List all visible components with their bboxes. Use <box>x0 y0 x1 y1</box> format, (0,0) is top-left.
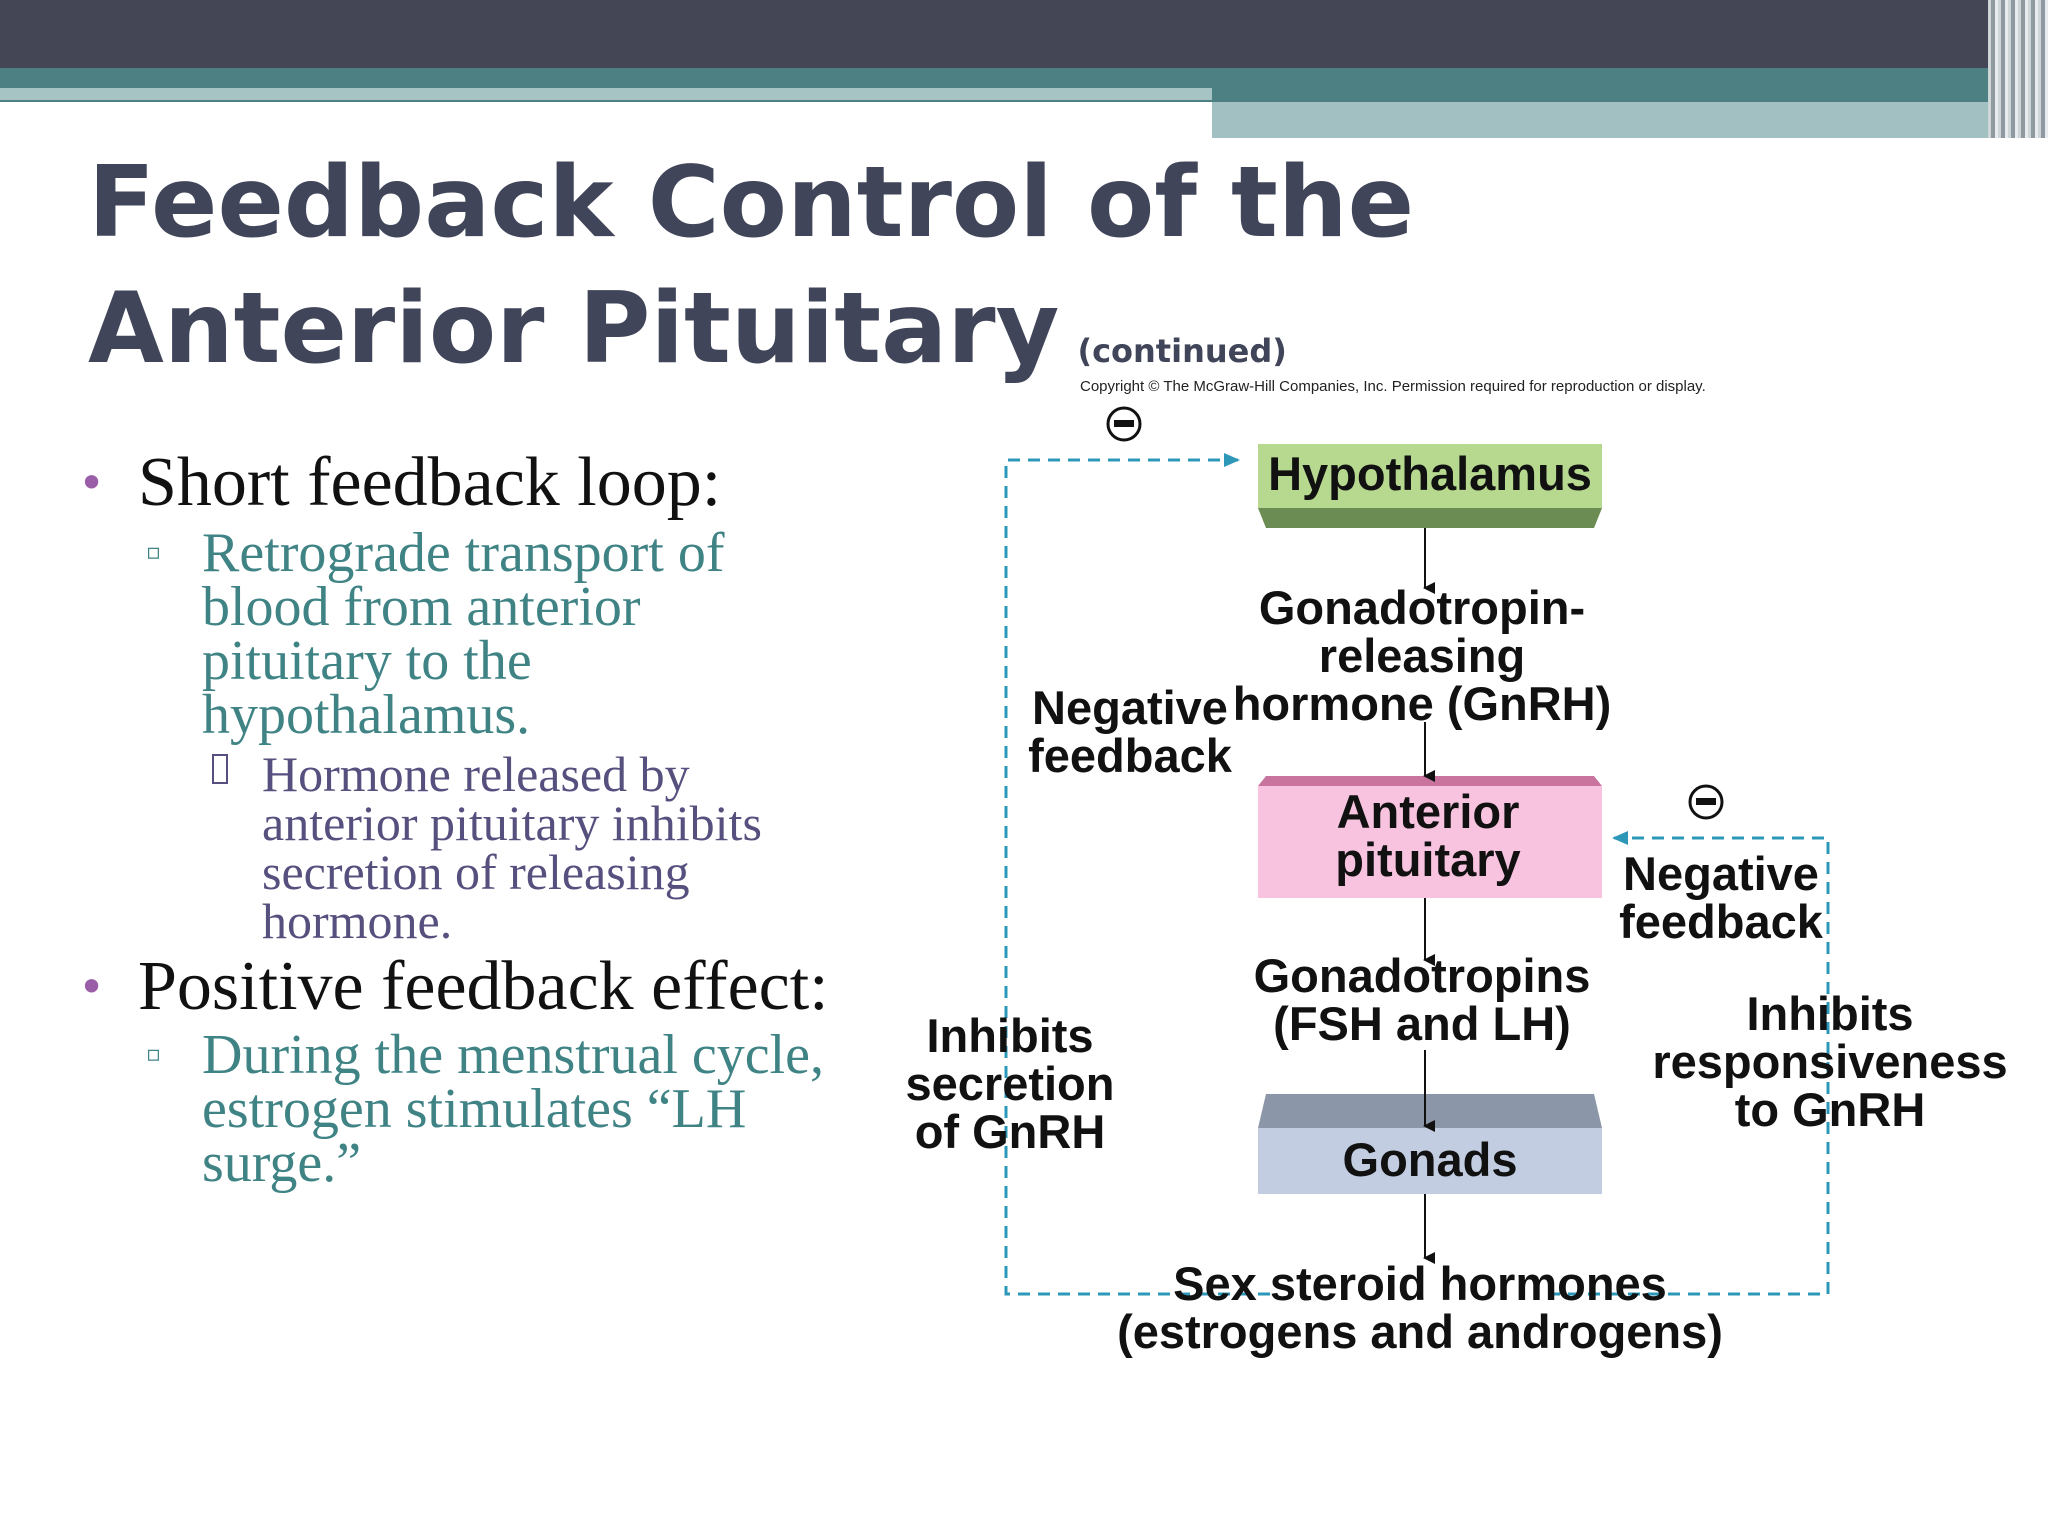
sub-bullet-item: ▫ Retrograde transport of blood from ant… <box>78 525 838 743</box>
slide-title-suffix: (continued) <box>1077 332 1287 370</box>
header-bar-dark <box>0 0 2048 68</box>
header-bar-light-right <box>1212 102 2012 138</box>
long-feedback-loop <box>1004 453 1270 1296</box>
sub-bullet-item: ▫ During the menstrual cycle, estrogen s… <box>78 1027 838 1191</box>
gnrh-label: Gonadotropin- releasing hormone (GnRH) <box>1232 581 1612 730</box>
hypothalamus-label: Hypothalamus <box>1268 447 1592 500</box>
header-stripes <box>1988 0 2048 138</box>
square-bullet-icon: ▫ <box>146 1042 161 1067</box>
short-feedback-loop <box>1548 831 1830 1296</box>
bullet-text: Short feedback loop: <box>138 444 722 521</box>
inhibits-secretion-label: Inhibits secretion of GnRH <box>905 1009 1115 1158</box>
sub-sub-bullet-item: Hormone released by anterior pituitary i… <box>78 749 838 946</box>
inhibits-responsiveness-label: Inhibits responsiveness to GnRH <box>1652 987 2008 1136</box>
gonads-box <box>1258 1094 1602 1194</box>
bullet-text: Positive feedback effect: <box>138 948 829 1025</box>
anterior-pituitary-box <box>1258 776 1602 898</box>
negative-feedback-right-label: Negative feedback <box>1619 847 1823 948</box>
copyright-notice: Copyright © The McGraw-Hill Companies, I… <box>1080 378 1706 395</box>
square-bullet-icon: ▫ <box>146 540 161 565</box>
diagram-graphics <box>1004 406 1830 1296</box>
anterior-pituitary-label: Anterior pituitary <box>1335 785 1521 886</box>
sub-bullet-text: During the menstrual cycle, estrogen sti… <box>202 1024 825 1194</box>
bullet-item: • Positive feedback effect: <box>78 952 838 1022</box>
sex-steroids-label: Sex steroid hormones (estrogens and andr… <box>1117 1257 1723 1358</box>
box-bullet-icon <box>212 754 228 784</box>
sub-bullet-text: Retrograde transport of blood from anter… <box>202 522 725 746</box>
sub-sub-bullet-text: Hormone released by anterior pituitary i… <box>262 746 762 949</box>
gonadotropins-label: Gonadotropins (FSH and LH) <box>1253 949 1591 1050</box>
slide-title: Feedback Control of the Anterior Pituita… <box>88 140 1788 414</box>
bullet-item: • Short feedback loop: <box>78 448 838 518</box>
minus-circle-icon <box>1688 784 1724 820</box>
header-bar-light-left <box>0 88 1212 100</box>
feedback-diagram: Copyright © The McGraw-Hill Companies, I… <box>900 370 2030 1420</box>
hypothalamus-box <box>1258 444 1602 528</box>
bullet-list: • Short feedback loop: ▫ Retrograde tran… <box>78 448 838 1192</box>
negative-feedback-left-label: Negative feedback <box>1028 681 1232 782</box>
gonads-label: Gonads <box>1342 1133 1518 1186</box>
bullet-dot-icon: • <box>78 960 106 1014</box>
slide-title-text: Feedback Control of the Anterior Pituita… <box>88 146 1415 386</box>
minus-circle-icon <box>1106 406 1142 442</box>
bullet-dot-icon: • <box>78 456 106 510</box>
